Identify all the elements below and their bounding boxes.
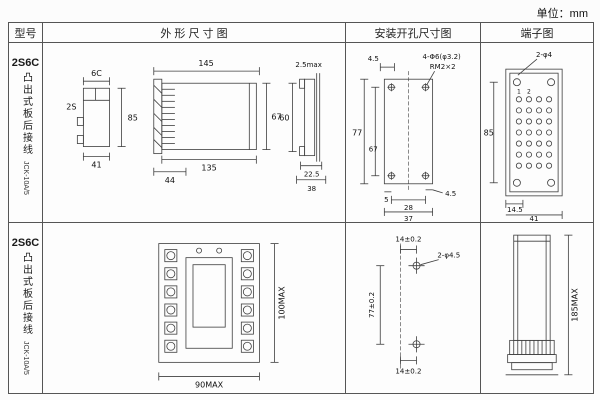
dim-67-inner: 67 (369, 145, 378, 154)
dim-41: 41 (91, 161, 101, 170)
terminal-cell-row2: 185MAX (481, 223, 593, 393)
model-description: 凸出式板后接线 (20, 72, 32, 156)
hole-callout-row2: 2-φ4.5 (437, 251, 460, 260)
dim-14-5: 14.5 (507, 205, 523, 214)
model-name: 2S6C (11, 57, 40, 69)
header-model: 型号 (9, 23, 43, 43)
terminal-hole-callout: 2-φ4 (536, 50, 553, 59)
dim-14-top: 14±0.2 (395, 235, 421, 244)
header-outline: 外 形 尺 寸 图 (43, 23, 346, 43)
model-code: JCK-10A/5 (22, 161, 29, 195)
outline-drawing-row1: 6C 2S 85 41 (66, 59, 327, 193)
install-cell-row1: 4.5 4-Φ6(φ3.2) RM2×2 77 67 5 28 37 4.5 (346, 43, 481, 223)
dim-4-5-top: 4.5 (368, 54, 379, 63)
dim-4-5-right: 4.5 (445, 189, 456, 198)
dim-85-terminal: 85 (484, 129, 494, 138)
dim-2s: 2S (66, 102, 76, 111)
dim-14-bottom: 14±0.2 (395, 366, 421, 375)
dim-100max: 100MAX (278, 286, 287, 320)
dim-77-tol: 77±0.2 (367, 292, 376, 318)
header-terminal: 端子图 (481, 23, 593, 43)
header-install: 安装开孔尺寸图 (346, 23, 481, 43)
dim-6c: 6C (91, 69, 102, 78)
model-name: 2S6C (11, 237, 40, 249)
dim-90max: 90MAX (195, 381, 224, 390)
unit-label: 单位：mm (536, 8, 588, 20)
dim-145: 145 (198, 59, 213, 68)
install-drawing-row1: 4.5 4-Φ6(φ3.2) RM2×2 77 67 5 28 37 4.5 (352, 52, 462, 222)
outline-cell-row1: 6C 2S 85 41 (43, 43, 346, 223)
dim-41-terminal: 41 (530, 214, 539, 222)
dim-5: 5 (384, 195, 388, 204)
terminal-drawing-row1: 2-φ4 1 2 85 14.5 41 (484, 50, 563, 222)
dim-85: 85 (128, 113, 138, 122)
dim-37: 37 (404, 214, 413, 222)
dim-22-5: 22.5 (304, 170, 320, 179)
terminal-number-1: 1 (517, 88, 521, 95)
hole-callout: 4-Φ6(φ3.2) (423, 52, 462, 61)
dimension-table: 型号 外 形 尺 寸 图 安装开孔尺寸图 端子图 2S6C 凸出式板后接线 JC… (8, 22, 594, 394)
dim-2-5max: 2.5max (295, 60, 321, 69)
dim-185max: 185MAX (569, 288, 579, 322)
model-code: JCK-10A/5 (22, 341, 29, 375)
install-drawing-row2: 14±0.2 2-φ4.5 77±0.2 14±0.2 (367, 235, 460, 376)
terminal-number-2: 2 (527, 88, 531, 95)
terminal-cell-row1: 2-φ4 1 2 85 14.5 41 (481, 43, 593, 223)
install-cell-row2: 14±0.2 2-φ4.5 77±0.2 14±0.2 (346, 223, 481, 393)
outline-drawing-row2: 100MAX 90MAX (158, 243, 287, 390)
model-description: 凸出式板后接线 (20, 252, 32, 336)
outline-cell-row2: 100MAX 90MAX (43, 223, 346, 393)
dim-135: 135 (201, 164, 216, 173)
dim-44: 44 (165, 176, 175, 185)
dim-60: 60 (279, 113, 289, 122)
screw-spec: RM2×2 (430, 62, 456, 71)
dim-28: 28 (404, 203, 413, 212)
dim-38: 38 (307, 184, 316, 193)
dim-77: 77 (352, 129, 362, 138)
model-cell-row1: 2S6C 凸出式板后接线 JCK-10A/5 (9, 43, 43, 223)
dim-67: 67 (271, 112, 281, 121)
model-cell-row2: 2S6C 凸出式板后接线 JCK-10A/5 (9, 223, 43, 393)
terminal-drawing-row2: 185MAX (505, 234, 579, 376)
